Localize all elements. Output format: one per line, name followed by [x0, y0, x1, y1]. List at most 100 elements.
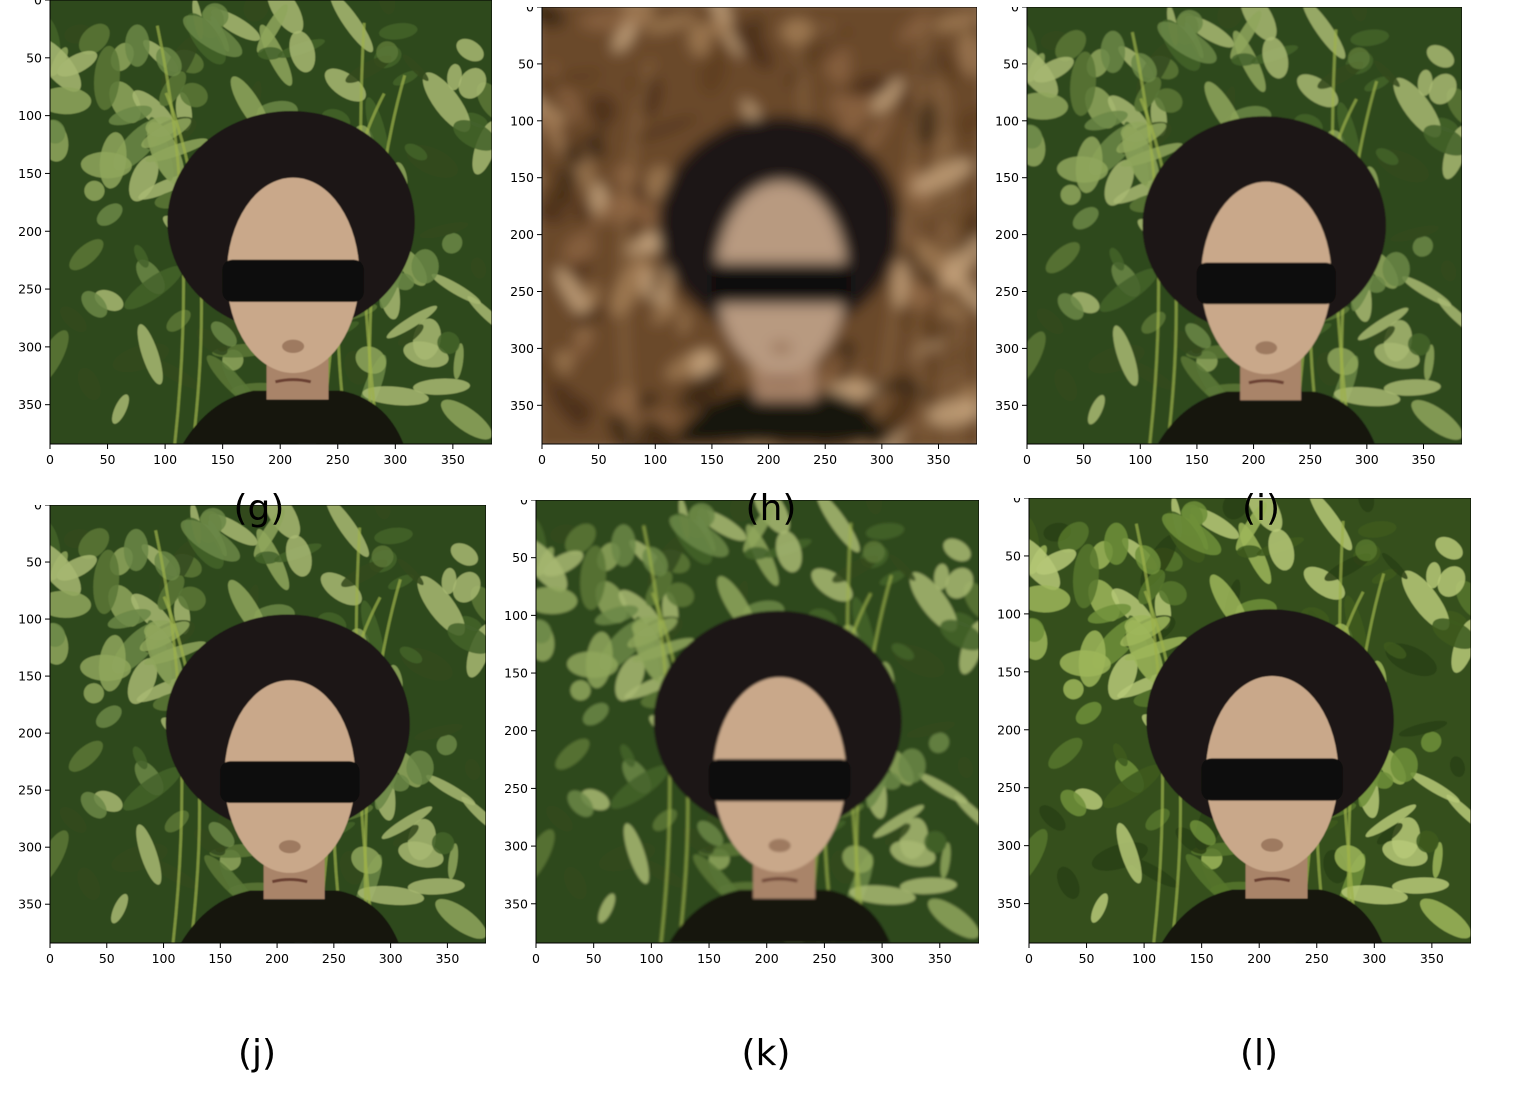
x-tick-label: 350: [441, 452, 465, 467]
x-tick-label: 150: [700, 452, 724, 467]
x-tick-label: 200: [755, 951, 779, 966]
y-tick-label: 200: [18, 726, 42, 741]
y-tick-label: 0: [1013, 498, 1021, 506]
figure: 0 50 100 150 200 250 300 350 0 50 100 150 200 250 300 3…: [18, 0, 1472, 1074]
x-tick-label: 150: [1190, 951, 1214, 966]
x-tick-label: 200: [1242, 452, 1266, 467]
x-tick-label: 50: [1076, 452, 1092, 467]
y-tick-label: 50: [26, 555, 42, 570]
x-tick-label: 300: [1355, 452, 1379, 467]
x-tick-label: 300: [870, 951, 894, 966]
y-tick-label: 300: [504, 839, 528, 854]
y-tick-label: 250: [995, 284, 1019, 299]
portrait-image: [536, 500, 979, 943]
x-tick-label: 250: [1305, 951, 1329, 966]
panel-caption: (j): [237, 1033, 277, 1074]
x-tick-label: 350: [1420, 951, 1444, 966]
x-tick-label: 350: [927, 452, 951, 467]
x-tick-label: 350: [1412, 452, 1436, 467]
portrait-image: [50, 0, 492, 444]
x-tick-label: 250: [812, 951, 836, 966]
x-tick-label: 250: [813, 452, 837, 467]
y-tick-label: 0: [1011, 7, 1019, 15]
y-tick-label: 300: [18, 339, 42, 354]
x-tick-label: 50: [591, 452, 607, 467]
x-tick-label: 200: [1247, 951, 1271, 966]
x-tick-label: 100: [1128, 452, 1152, 467]
y-tick-label: 50: [1005, 548, 1021, 563]
x-tick-label: 50: [99, 951, 115, 966]
y-tick-label: 0: [34, 0, 42, 8]
y-tick-label: 200: [997, 722, 1021, 737]
x-tick-label: 200: [265, 951, 289, 966]
y-tick-label: 350: [997, 896, 1021, 911]
y-tick-label: 300: [995, 341, 1019, 356]
y-tick-label: 100: [997, 606, 1021, 621]
y-tick-label: 350: [18, 897, 42, 912]
panel-caption: (k): [741, 1033, 791, 1074]
y-tick-label: 150: [504, 666, 528, 681]
x-tick-label: 350: [435, 951, 459, 966]
x-tick-label: 0: [46, 452, 54, 467]
y-tick-label: 100: [504, 608, 528, 623]
y-tick-label: 150: [997, 664, 1021, 679]
y-tick-label: 300: [18, 840, 42, 855]
y-tick-label: 50: [518, 56, 534, 71]
x-tick-label: 150: [208, 951, 232, 966]
y-tick-label: 350: [995, 398, 1019, 413]
x-tick-label: 150: [697, 951, 721, 966]
y-tick-label: 250: [510, 284, 534, 299]
portrait-image: [1029, 498, 1471, 943]
y-tick-label: 350: [510, 398, 534, 413]
y-tick-label: 100: [995, 113, 1019, 128]
x-tick-label: 250: [326, 452, 350, 467]
portrait-image: [542, 7, 977, 444]
x-tick-label: 300: [1362, 951, 1386, 966]
x-tick-label: 250: [322, 951, 346, 966]
panel-caption: (i): [1241, 488, 1281, 529]
x-tick-label: 0: [538, 452, 546, 467]
x-tick-label: 100: [643, 452, 667, 467]
portrait-image: [50, 505, 486, 943]
y-tick-label: 100: [18, 612, 42, 627]
panel-caption: (g): [233, 488, 285, 529]
x-tick-label: 0: [532, 951, 540, 966]
y-tick-label: 350: [18, 397, 42, 412]
y-tick-label: 250: [18, 783, 42, 798]
y-tick-label: 150: [18, 166, 42, 181]
y-tick-label: 200: [18, 224, 42, 239]
y-tick-label: 200: [504, 723, 528, 738]
x-tick-label: 0: [1025, 951, 1033, 966]
panel-caption: (h): [745, 488, 797, 529]
x-tick-label: 100: [153, 452, 177, 467]
y-tick-label: 100: [510, 113, 534, 128]
x-tick-label: 50: [1079, 951, 1095, 966]
y-tick-label: 50: [26, 50, 42, 65]
x-tick-label: 50: [100, 452, 116, 467]
y-tick-label: 250: [504, 781, 528, 796]
y-tick-label: 150: [510, 170, 534, 185]
y-tick-label: 0: [526, 7, 534, 15]
x-tick-label: 300: [383, 452, 407, 467]
y-tick-label: 0: [520, 500, 528, 508]
y-tick-label: 150: [18, 669, 42, 684]
portrait-image: [1027, 7, 1462, 444]
y-tick-label: 50: [1003, 56, 1019, 71]
y-tick-label: 300: [997, 838, 1021, 853]
y-tick-label: 250: [18, 282, 42, 297]
x-tick-label: 50: [586, 951, 602, 966]
x-tick-label: 0: [46, 951, 54, 966]
y-tick-label: 300: [510, 341, 534, 356]
x-tick-label: 250: [1298, 452, 1322, 467]
y-tick-label: 100: [18, 108, 42, 123]
x-tick-label: 350: [928, 951, 952, 966]
x-tick-label: 0: [1023, 452, 1031, 467]
x-tick-label: 150: [211, 452, 235, 467]
y-tick-label: 250: [997, 780, 1021, 795]
y-tick-label: 200: [995, 227, 1019, 242]
